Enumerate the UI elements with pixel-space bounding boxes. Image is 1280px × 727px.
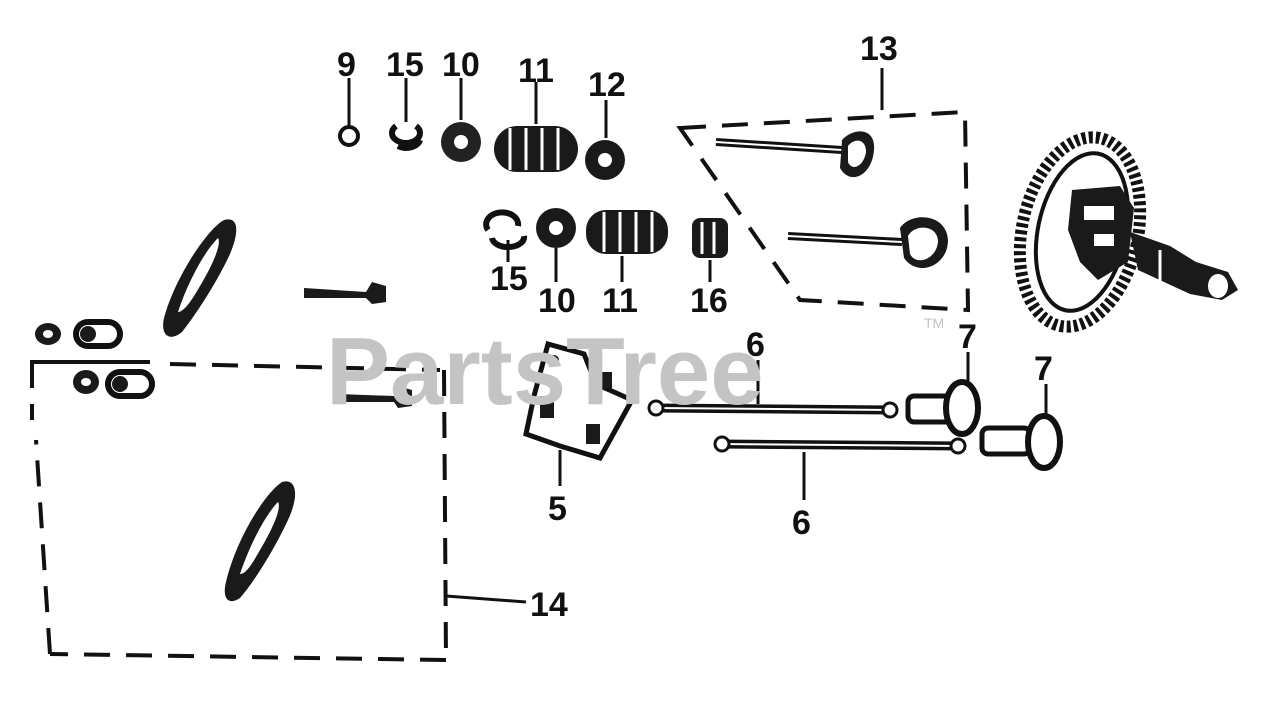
camshaft-gear[interactable] bbox=[1003, 126, 1238, 338]
part-14-gasket-set[interactable] bbox=[30, 219, 527, 662]
callout-7-bottom: 7 bbox=[1034, 350, 1053, 388]
part-10-washer-top[interactable] bbox=[441, 78, 481, 162]
part-15-keeper-top[interactable] bbox=[389, 78, 423, 151]
part-7-tappet-bottom[interactable] bbox=[979, 384, 1063, 471]
callout-9: 9 bbox=[337, 46, 356, 84]
callout-10-bottom: 10 bbox=[538, 282, 576, 320]
watermark-text: PartsTree bbox=[326, 318, 764, 425]
part-6-pushrod-bottom[interactable] bbox=[713, 435, 967, 500]
part-12-seal[interactable] bbox=[585, 100, 625, 180]
callout-12: 12 bbox=[588, 66, 626, 104]
callout-15-bottom: 15 bbox=[490, 260, 528, 298]
callout-13: 13 bbox=[860, 30, 898, 68]
callout-11-top: 11 bbox=[518, 52, 554, 90]
part-7-tappet-top[interactable] bbox=[905, 352, 981, 437]
callout-7-top: 7 bbox=[958, 318, 977, 356]
callout-11-bottom: 11 bbox=[602, 282, 638, 320]
part-5-plate[interactable] bbox=[523, 340, 636, 486]
callout-16: 16 bbox=[690, 282, 728, 320]
part-6-pushrod-top[interactable] bbox=[647, 360, 899, 419]
callout-5: 5 bbox=[548, 490, 567, 528]
callout-10-top: 10 bbox=[442, 46, 480, 84]
part-13-valve-set[interactable] bbox=[676, 68, 971, 313]
part-11-spring-top[interactable] bbox=[494, 82, 578, 172]
callout-6-bottom: 6 bbox=[792, 504, 811, 542]
part-9-retainer[interactable] bbox=[338, 78, 360, 147]
part-10-washer-bottom[interactable] bbox=[536, 208, 576, 282]
part-15-keeper-bottom[interactable] bbox=[483, 209, 528, 262]
callout-14: 14 bbox=[530, 586, 568, 624]
callout-15-top: 15 bbox=[386, 46, 424, 84]
callout-6-top: 6 bbox=[746, 326, 765, 364]
part-16-stem-seal[interactable] bbox=[692, 218, 728, 282]
part-11-spring-bottom[interactable] bbox=[586, 210, 668, 282]
watermark-trademark: TM bbox=[924, 315, 944, 331]
